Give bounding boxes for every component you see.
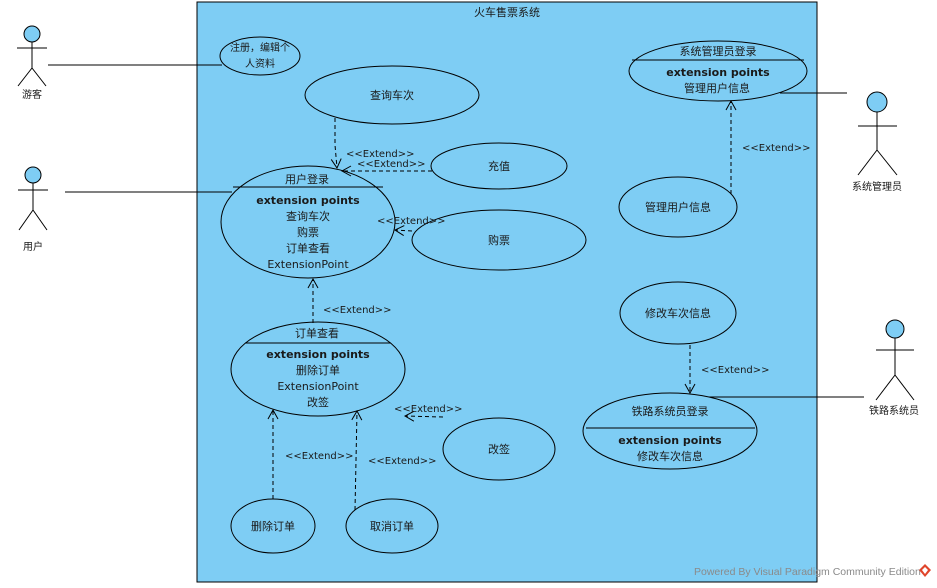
extension-point: 查询车次	[286, 209, 330, 223]
usecase-modify-trains[interactable]: 修改车次信息	[619, 281, 737, 345]
extend-buy-to-login[interactable]: <<Extend>>	[377, 216, 446, 236]
extension-points-label: extension points	[666, 66, 770, 79]
extension-point: 删除订单	[296, 363, 340, 377]
usecase-title: 铁路系统员登录	[632, 404, 709, 418]
usecase-label: 人资料	[245, 57, 275, 70]
actor-sysadmin[interactable]: 系统管理员	[852, 91, 902, 193]
actor-label: 系统管理员	[852, 180, 902, 193]
actor-head-icon	[24, 166, 42, 184]
usecase-title: 系统管理员登录	[680, 44, 757, 58]
usecase-query-trains[interactable]: 查询车次	[304, 65, 480, 125]
usecase-label: 管理用户信息	[645, 200, 711, 214]
footer-text: Powered By Visual Paradigm Community Edi…	[694, 566, 921, 578]
actor-head-icon	[866, 91, 888, 113]
actor-railadmin[interactable]: 铁路系统员	[869, 319, 919, 417]
usecase-sysadmin-login[interactable]: 系统管理员登录 extension points 管理用户信息	[628, 40, 808, 102]
usecase-title: 订单查看	[295, 326, 339, 340]
extend-label: <<Extend>>	[323, 305, 392, 316]
actor-user[interactable]: 用户	[18, 166, 48, 253]
extension-points-label: extension points	[618, 434, 722, 447]
extend-recharge-to-login[interactable]: <<Extend>>	[340, 159, 432, 177]
usecase-user-login[interactable]: 用户登录 extension points 查询车次 购票 订单查看 Exten…	[220, 165, 396, 279]
usecase-label: 查询车次	[370, 88, 414, 102]
extend-order-to-login[interactable]: <<Extend>>	[307, 277, 392, 323]
usecase-change-ticket[interactable]: 改签	[442, 417, 556, 481]
extend-label: <<Extend>>	[377, 216, 446, 227]
usecase-manage-users[interactable]: 管理用户信息	[618, 176, 738, 238]
extension-point: ExtensionPoint	[277, 380, 359, 393]
actor-label: 用户	[23, 240, 43, 253]
extend-label: <<Extend>>	[394, 404, 463, 415]
extension-point: 订单查看	[286, 241, 330, 255]
extend-cancel-to-order[interactable]: <<Extend>>	[351, 409, 437, 511]
usecase-label: 购票	[488, 233, 510, 247]
usecase-label: 取消订单	[370, 519, 414, 533]
actor-label: 游客	[22, 88, 42, 101]
extension-point: 管理用户信息	[684, 81, 750, 95]
actor-label: 铁路系统员	[869, 404, 919, 417]
actor-head-icon	[23, 25, 41, 43]
usecase-label: 充值	[488, 159, 510, 173]
usecase-label: 注册，编辑个	[230, 41, 290, 54]
extension-point: 改签	[307, 395, 329, 409]
usecase-rail-login[interactable]: 铁路系统员登录 extension points 修改车次信息	[582, 392, 758, 470]
extension-points-label: extension points	[256, 194, 360, 207]
system-title: 火车售票系统	[474, 5, 540, 19]
extend-query-to-login[interactable]: <<Extend>>	[330, 118, 415, 170]
extend-label: <<Extend>>	[285, 451, 354, 462]
usecase-label: 修改车次信息	[645, 306, 711, 320]
usecase-label: 删除订单	[251, 519, 295, 533]
extend-modify-to-rail[interactable]: <<Extend>>	[684, 345, 770, 395]
extend-label: <<Extend>>	[701, 365, 770, 376]
usecase-label: 改签	[488, 442, 510, 456]
visual-paradigm-logo-icon	[919, 564, 931, 577]
usecase-buy-ticket[interactable]: 购票	[411, 209, 587, 271]
extend-label: <<Extend>>	[742, 143, 811, 154]
extend-delete-to-order[interactable]: <<Extend>>	[267, 408, 354, 499]
extend-manage-to-sysadmin[interactable]: <<Extend>>	[725, 99, 811, 194]
extension-point: ExtensionPoint	[267, 258, 349, 271]
extension-points-label: extension points	[266, 348, 370, 361]
extend-label: <<Extend>>	[346, 149, 415, 160]
actor-head-icon	[885, 319, 905, 339]
extension-point: 购票	[297, 225, 319, 239]
usecase-title: 用户登录	[285, 172, 329, 186]
extend-change-to-order[interactable]: <<Extend>>	[394, 404, 463, 422]
extend-label: <<Extend>>	[368, 456, 437, 467]
usecase-register[interactable]: 注册，编辑个 人资料	[219, 36, 301, 76]
extension-point: 修改车次信息	[637, 449, 703, 463]
usecase-recharge[interactable]: 充值	[430, 142, 568, 190]
actor-visitor[interactable]: 游客	[17, 25, 47, 101]
extend-label: <<Extend>>	[357, 159, 426, 170]
usecase-order-view[interactable]: 订单查看 extension points 删除订单 ExtensionPoin…	[230, 321, 406, 417]
footer-watermark: Powered By Visual Paradigm Community Edi…	[694, 564, 931, 578]
usecase-delete-order[interactable]: 删除订单	[230, 498, 316, 554]
usecase-cancel-order[interactable]: 取消订单	[345, 498, 439, 554]
